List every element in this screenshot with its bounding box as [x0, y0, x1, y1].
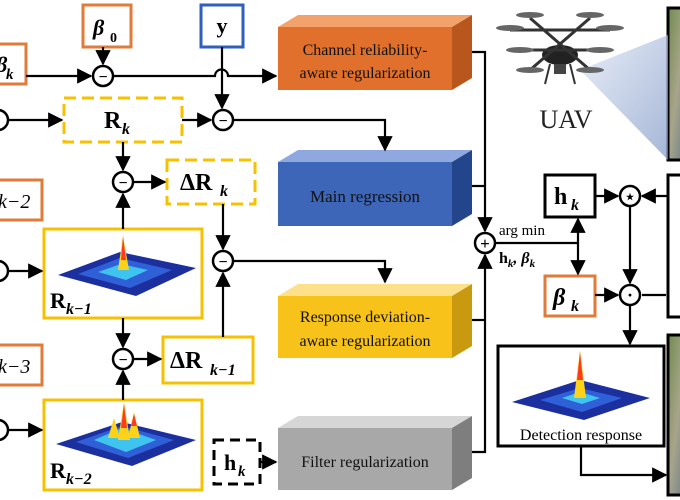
- h-k-filter-symbol: h: [224, 450, 236, 475]
- minus-op-delta-sym: −: [118, 175, 127, 192]
- r-k-sub: k: [122, 121, 130, 138]
- dot-op-sym: ·: [627, 285, 633, 305]
- y-box: y: [199, 3, 245, 49]
- detection-frame-mid: [666, 173, 680, 319]
- delta-r-k-symbol: ΔR: [180, 170, 213, 196]
- channel-module-line2: aware regularization: [299, 65, 430, 82]
- r-k-1-response-box: R k−1: [42, 227, 204, 320]
- uav-drone-icon: [496, 12, 668, 160]
- main-module-label: Main regression: [310, 187, 421, 206]
- minus-op-top-sym: −: [98, 69, 107, 86]
- star-op: ⋆: [618, 184, 642, 208]
- minus-op-top: −: [91, 64, 115, 88]
- beta-k-left-sub: k: [6, 67, 14, 83]
- detection-response-box: Detection response: [496, 344, 666, 448]
- detection-response-label: Detection response: [520, 427, 642, 444]
- r-k-2-symbol: R: [50, 458, 67, 483]
- argmin-label: arg min hk, βk: [499, 223, 545, 270]
- h-k-filter-sub: k: [238, 464, 246, 480]
- uav-label: UAV: [540, 105, 593, 134]
- delta-r-k-sub: k: [220, 183, 228, 200]
- left-op-2: [0, 259, 10, 283]
- beta0-box: β 0: [81, 3, 133, 49]
- response-module-line1: Response deviation-: [300, 309, 430, 326]
- r-k-1-sub: k−1: [66, 301, 92, 318]
- plus-op-sum: +: [473, 231, 497, 255]
- k-minus-3-label: k−3: [0, 356, 30, 378]
- r-k-1-symbol: R: [50, 288, 67, 313]
- minus-op-rk: −: [211, 108, 235, 132]
- beta-k-left-box: β k: [0, 42, 28, 86]
- r-k-2-sub: k−2: [66, 471, 92, 488]
- filter-module-label: Filter regularization: [301, 454, 429, 471]
- connectors: [8, 47, 668, 483]
- r-k-2-response-box: R k−2: [42, 398, 204, 492]
- dot-op: ·: [618, 283, 642, 307]
- argmin-beta: , β: [512, 250, 530, 267]
- minus-op-delta-k1-sym: −: [118, 352, 127, 369]
- delta-r-k-box: ΔR k: [165, 158, 257, 206]
- channel-module-line1: Channel reliability-: [303, 42, 428, 59]
- h-k-right-symbol: h: [554, 184, 567, 210]
- response-deviation-module: Response deviation- aware regularization: [278, 284, 472, 358]
- k-minus-3-box: k−3: [0, 343, 44, 387]
- uav-image-bottom: [666, 333, 680, 497]
- response-map-k-1: [58, 236, 196, 296]
- h-k-right-box: h k: [543, 173, 597, 219]
- left-op-3: [0, 418, 10, 442]
- minus-op-response-sym: −: [218, 254, 227, 271]
- uav-image-top: [666, 6, 680, 162]
- h-k-filter-box: h k: [212, 438, 262, 486]
- beta-k-right-sub: k: [571, 298, 579, 315]
- y-symbol: y: [217, 13, 228, 38]
- response-map-k-2: [56, 402, 196, 466]
- beta-k-right-symbol: β: [552, 285, 566, 311]
- minus-op-delta: −: [111, 170, 135, 194]
- minus-op-delta-k1: −: [111, 347, 135, 371]
- main-regression-module: Main regression: [278, 150, 472, 226]
- delta-r-k-1-sub: k−1: [210, 362, 236, 379]
- beta0-sub: 0: [110, 31, 117, 46]
- beta-k-right-box: β k: [543, 274, 597, 318]
- channel-reliability-module: Channel reliability- aware regularizatio…: [278, 15, 472, 90]
- minus-op-rk-sym: −: [218, 113, 227, 130]
- response-module-line2: aware regularization: [299, 333, 430, 350]
- k-minus-2-box: k−2: [0, 178, 44, 222]
- argmin-line2: hk, βk: [499, 250, 536, 270]
- plus-op-sum-sym: +: [480, 234, 490, 253]
- delta-r-k-1-symbol: ΔR: [170, 348, 203, 374]
- delta-r-k-1-box: ΔR k−1: [161, 335, 255, 385]
- argmin-beta-sub: k: [530, 258, 536, 270]
- beta0-symbol: β: [92, 15, 105, 40]
- minus-op-response: −: [211, 249, 235, 273]
- h-k-right-sub: k: [571, 197, 579, 214]
- star-op-sym: ⋆: [625, 189, 635, 206]
- r-k-box: R k: [62, 96, 184, 144]
- argmin-h-sub: k: [508, 258, 514, 270]
- left-op-1: [0, 108, 10, 132]
- argmin-h: h: [499, 250, 508, 267]
- k-minus-2-label: k−2: [0, 191, 30, 213]
- argmin-line1: arg min: [499, 223, 545, 239]
- beta-k-left-symbol: β: [0, 52, 8, 77]
- filter-regularization-module: Filter regularization: [278, 416, 472, 490]
- r-k-symbol: R: [104, 108, 122, 134]
